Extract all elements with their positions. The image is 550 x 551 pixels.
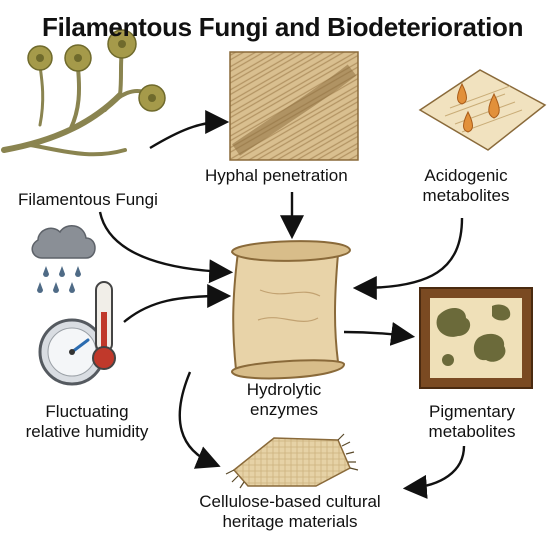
page-title: Filamentous Fungi and Biodeterioration	[42, 12, 524, 42]
label-line: enzymes	[249, 400, 319, 419]
label-line: metabolites	[428, 422, 516, 441]
rain-cloud-icon	[31, 225, 96, 293]
parchment-scroll-icon	[230, 240, 352, 380]
label-cellulose-materials: Cellulose-based cultural heritage materi…	[180, 492, 400, 532]
label-line: heritage materials	[222, 512, 358, 531]
label-hydrolytic-enzymes: Hydrolytic enzymes	[224, 380, 344, 420]
label-line: Cellulose-based cultural	[199, 492, 381, 511]
arrow-hydrolytic-to-textile	[178, 371, 221, 469]
arrows	[98, 110, 466, 499]
label-line: Pigmentary	[429, 402, 515, 421]
label-acidogenic-metabolites: Acidogenic metabolites	[406, 166, 526, 206]
arrow-scroll-to-pigmentary	[343, 322, 416, 346]
label-line: metabolites	[422, 186, 510, 205]
framed-mold-stain-icon	[419, 287, 533, 389]
fungal-sporangia-icon	[1, 29, 166, 157]
arrow-acidogenic-to-scroll	[352, 217, 464, 300]
label-filamentous-fungi: Filamentous Fungi	[18, 190, 158, 210]
label-line: Hydrolytic	[246, 380, 322, 399]
label-line: Filamentous Fungi	[18, 190, 158, 209]
thermometer-icon	[92, 281, 116, 370]
label-line: Hyphal penetration	[205, 166, 348, 185]
label-pigmentary-metabolites: Pigmentary metabolites	[408, 402, 536, 442]
cellulose-textile-icon	[225, 433, 359, 489]
label-hyphal-penetration: Hyphal penetration	[205, 166, 348, 186]
label-fluctuating-humidity: Fluctuating relative humidity	[2, 402, 172, 442]
label-line: Acidogenic	[424, 166, 508, 185]
arrow-fungi-to-scroll	[98, 211, 234, 284]
arrow-pigmentary-to-cellulose	[402, 445, 466, 499]
label-line: Fluctuating	[45, 402, 129, 421]
arrow-humidity-to-scroll	[123, 284, 232, 323]
hyphae-fibers-icon	[229, 51, 359, 161]
arrow-fungi-to-hyphal	[149, 110, 230, 150]
acid-droplets-paper-icon	[418, 69, 547, 151]
label-line: relative humidity	[25, 422, 149, 441]
